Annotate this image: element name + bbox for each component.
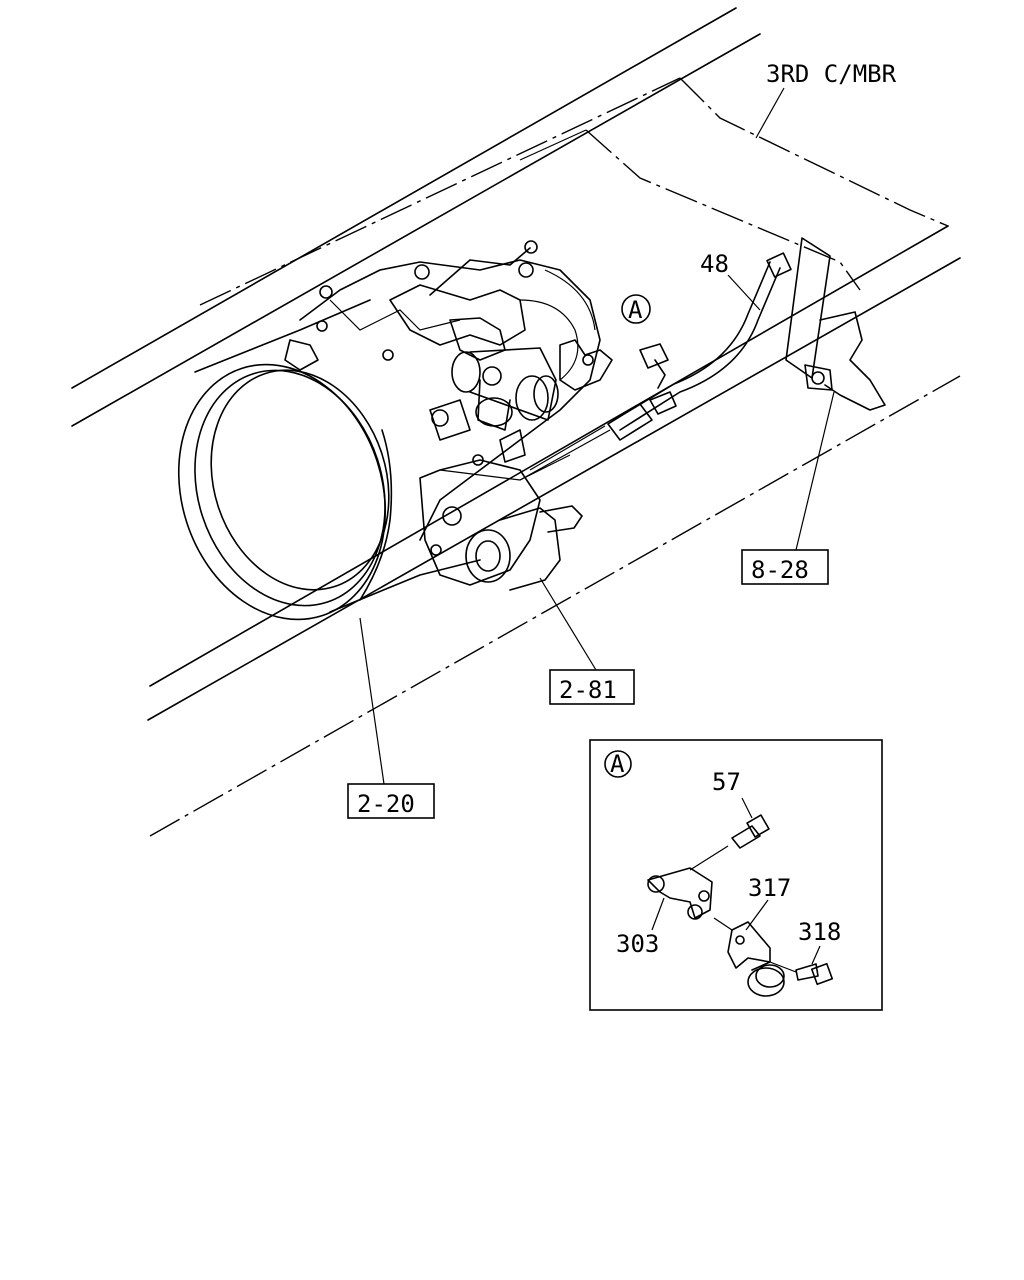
ref-2-81-label[interactable]: 2-81 [559,676,617,704]
ref-box-2-81 [549,669,635,705]
detail-marker-label: A [628,296,643,324]
frame-member-label: 3RD C/MBR [766,60,897,88]
ref-box-8-28 [741,549,829,585]
bracket-a [621,294,669,389]
part-57-label: 57 [712,768,741,796]
transmission-body [284,240,601,541]
hydraulic-hose [519,252,792,481]
clutch-cylinder [429,339,613,463]
leader-lines [359,87,835,785]
ref-8-28-label[interactable]: 8-28 [751,556,809,584]
frame-rails [71,7,961,837]
slave-cylinder [419,454,583,591]
ref-box-2-20 [347,783,435,819]
transmission-bellhousing [177,299,481,621]
detail-marker-circle [621,294,651,324]
detail-a-panel: A 57 303 317 318 [589,739,883,1011]
part-48-label: 48 [700,250,729,278]
part-318-label: 318 [798,918,841,946]
detail-a-marker: A [610,750,625,778]
cross-member [519,77,949,291]
part-303-label: 303 [616,930,659,958]
frame-bracket [785,237,886,411]
part-317-label: 317 [748,874,791,902]
ref-2-20-label[interactable]: 2-20 [357,790,415,818]
